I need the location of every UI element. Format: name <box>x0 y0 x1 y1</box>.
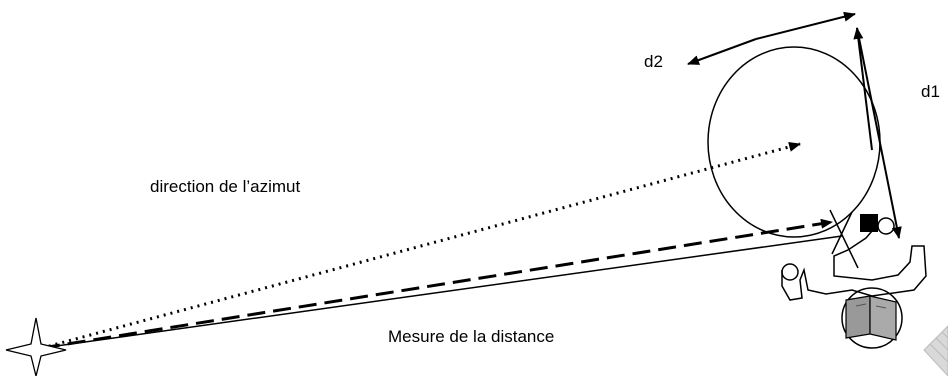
azimuth-direction-label: direction de l’azimut <box>150 177 301 196</box>
cross-mark-b <box>831 211 853 255</box>
azimuth-direction-line <box>41 142 801 350</box>
d2-label: d2 <box>644 52 663 71</box>
person-with-map-icon <box>841 287 903 349</box>
d2-arrow <box>687 38 757 65</box>
obstacle-circle <box>707 46 881 238</box>
distance-solid-line <box>41 235 843 349</box>
d1-arrow-down <box>856 27 902 239</box>
distance-measure-label: Mesure de la distance <box>388 327 554 346</box>
compass-star-icon <box>5 317 67 376</box>
d2-arrow-tip <box>755 11 856 40</box>
d1-label: d1 <box>921 82 940 101</box>
walker-path <box>781 223 927 301</box>
page-corner-icon <box>923 325 948 376</box>
position-circle-marker <box>877 217 895 235</box>
position-square-marker <box>860 214 878 232</box>
d1-arrow-up <box>853 27 873 151</box>
walker-path-start <box>781 263 799 281</box>
cross-mark-a <box>829 209 859 269</box>
distance-dashed-line <box>41 218 833 350</box>
